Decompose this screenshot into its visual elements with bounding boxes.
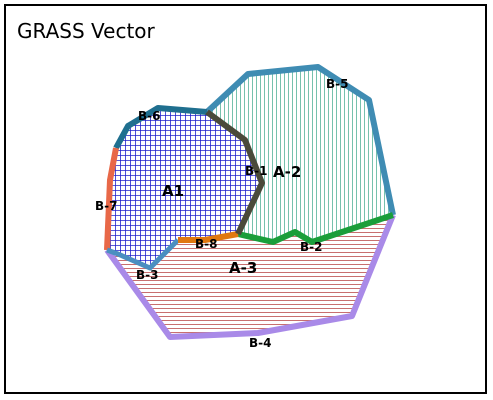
boundary-b5 xyxy=(204,64,396,216)
boundary-label-b1: B-1 xyxy=(245,164,267,178)
boundary-b3 xyxy=(106,238,180,271)
boundary-label-b3: B-3 xyxy=(136,268,158,282)
area-label-a3: A-3 xyxy=(229,259,257,277)
boundary-b8 xyxy=(178,231,239,243)
area-a2 xyxy=(207,67,393,242)
area-a1 xyxy=(107,108,262,268)
boundary-b1 xyxy=(205,109,265,236)
boundary-label-b4: B-4 xyxy=(249,336,271,350)
boundary-label-b6: B-6 xyxy=(138,109,160,123)
area-label-a1: A1 xyxy=(162,182,184,200)
boundary-b6 xyxy=(113,105,208,150)
boundary-label-b5: B-5 xyxy=(326,77,348,91)
area-a3 xyxy=(107,215,393,337)
boundary-label-b2: B-2 xyxy=(300,240,322,254)
diagram-title: GRASS Vector xyxy=(17,19,155,43)
boundary-label-b8: B-8 xyxy=(195,237,217,251)
area-label-a2: A-2 xyxy=(273,163,301,181)
boundary-label-b7: B-7 xyxy=(95,199,117,213)
boundary-b7 xyxy=(104,147,119,251)
boundary-b4 xyxy=(104,213,396,340)
boundary-b2 xyxy=(237,212,394,245)
